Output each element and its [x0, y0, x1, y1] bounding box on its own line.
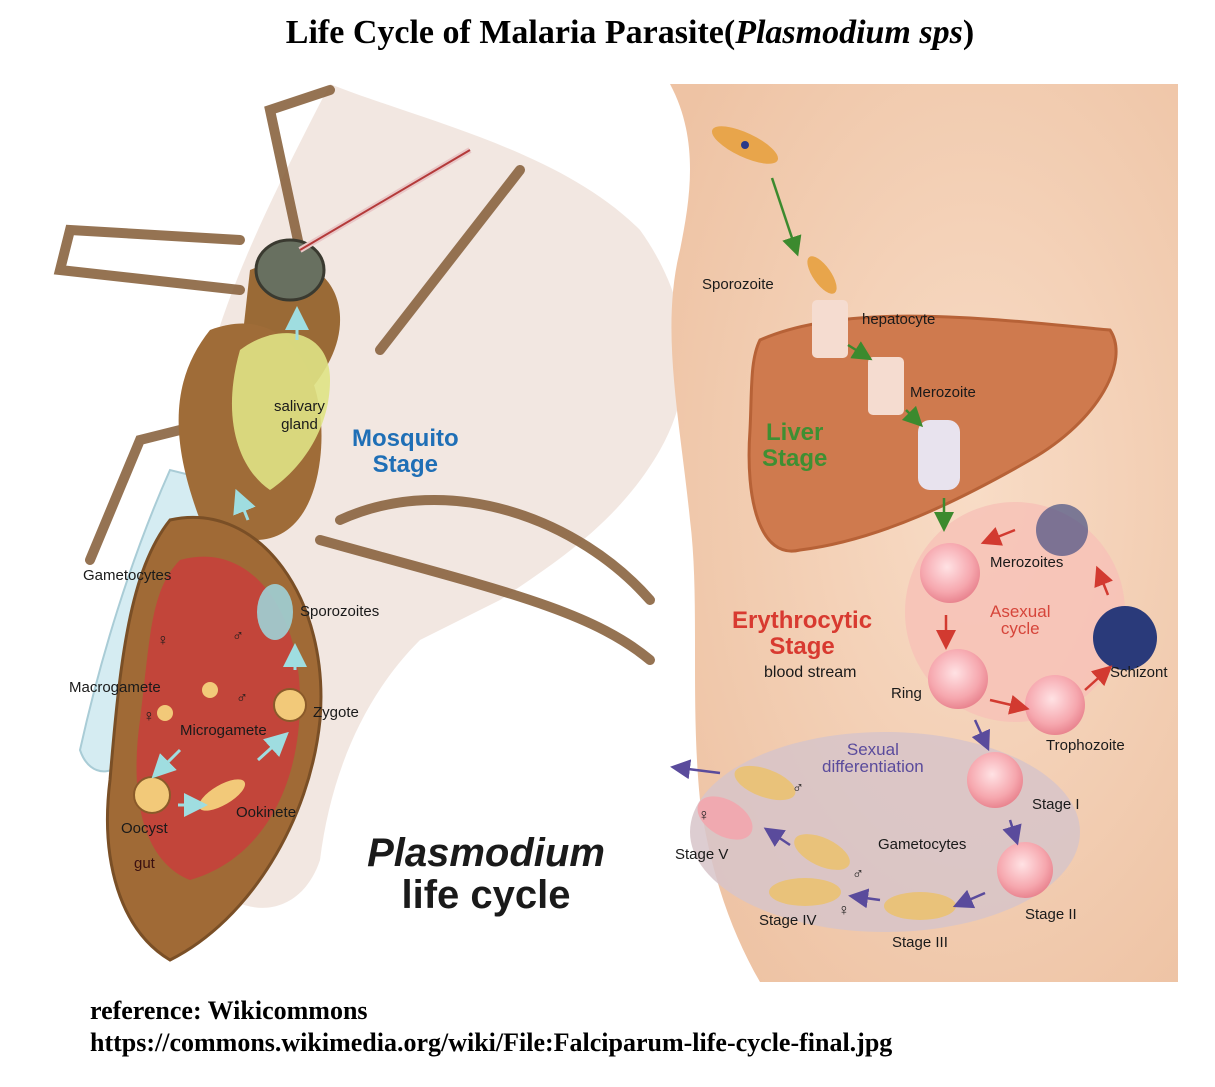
gametocytes-mosquito-label: Gametocytes	[83, 567, 172, 584]
merozoite-label: Merozoite	[910, 384, 976, 401]
gut-label: gut	[134, 855, 155, 872]
gametocytes-human-label: Gametocytes	[878, 836, 967, 853]
stage-1-label: Stage I	[1032, 796, 1080, 813]
female-symbol: ♀	[698, 807, 710, 824]
trophozoite-label: Trophozoite	[1046, 737, 1125, 754]
zygote-label: Zygote	[313, 704, 359, 721]
page-title: Life Cycle of Malaria Parasite(Plasmodiu…	[285, 14, 975, 51]
female-symbol: ♀	[143, 708, 155, 725]
oocyst-label: Oocyst	[121, 820, 168, 837]
ookinete-label: Ookinete	[236, 804, 297, 821]
stage-3-label: Stage III	[892, 934, 948, 951]
plasmodium-caption: Plasmodium life cycle	[367, 831, 605, 917]
mosquito-legs	[53, 85, 655, 665]
merozoites-label: Merozoites	[990, 554, 1064, 571]
stage-2-label: Stage II	[1025, 906, 1077, 923]
female-symbol: ♀	[838, 902, 850, 919]
mosquito-body	[106, 147, 472, 962]
reference-line-1: reference: Wikicommons	[90, 996, 368, 1025]
sexual-arrows	[670, 719, 1022, 909]
male-symbol: ♂	[232, 628, 244, 645]
reference-url: https://commons.wikimedia.org/wiki/File:…	[90, 1028, 893, 1057]
sporozoite-label: Sporozoite	[702, 276, 774, 293]
male-symbol: ♂	[792, 780, 804, 797]
stage-4-label: Stage IV	[759, 912, 817, 929]
asexual-arrows	[936, 527, 1113, 715]
microgamete-label: Microgamete	[180, 722, 267, 739]
macrogamete-label: Macrogamete	[69, 679, 161, 696]
male-symbol: ♂	[236, 690, 248, 707]
sporozoites-label: Sporozoites	[300, 603, 380, 620]
male-symbol: ♂	[852, 866, 864, 883]
blood-stream-label: blood stream	[764, 664, 857, 681]
schizont-label: Schizont	[1110, 664, 1168, 681]
mosquito-arrows	[151, 306, 309, 817]
hepatocyte-label: hepatocyte	[862, 311, 936, 328]
ring-label: Ring	[891, 685, 922, 702]
female-symbol: ♀	[157, 632, 169, 649]
liver-arrows	[770, 177, 954, 532]
stage-5-label: Stage V	[675, 846, 729, 863]
